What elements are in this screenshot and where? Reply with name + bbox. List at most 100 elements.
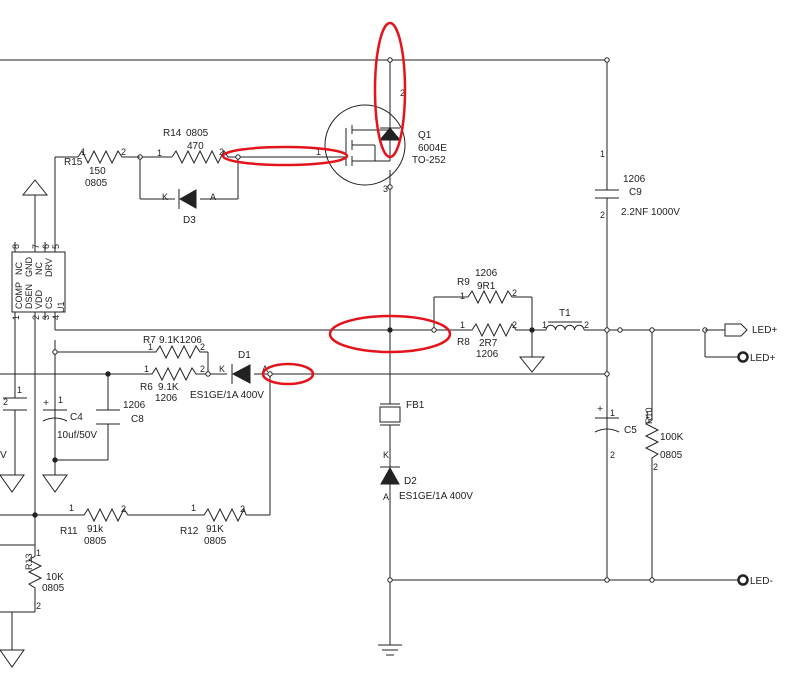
- c5-pin1: 1: [610, 408, 615, 418]
- pin-dot: [387, 57, 393, 63]
- r15-resistor: R15 150 0805 1 2: [64, 147, 140, 189]
- u1-gnd: GND: [24, 257, 34, 278]
- d2-a: A: [383, 492, 389, 502]
- r12-resistor: R12 91K 0805 1 2: [180, 503, 247, 547]
- r10-size: 0805: [660, 450, 683, 461]
- c4-pin1: 1: [58, 395, 63, 405]
- u1-body: [11, 251, 66, 313]
- t1-ref: T1: [559, 308, 571, 319]
- c8-ref: C8: [131, 414, 144, 425]
- r8-pin1: 1: [460, 320, 465, 330]
- r14-ref: R14: [163, 128, 182, 139]
- r15-size: 0805: [85, 178, 108, 189]
- q1-ref: Q1: [418, 130, 432, 141]
- c5-pin2: 2: [610, 450, 615, 460]
- r8-value: 2R7: [479, 338, 498, 349]
- r13-size: 0805: [42, 583, 65, 594]
- c9-size: 1206: [623, 174, 646, 185]
- u1-comp: COMP: [14, 282, 24, 309]
- c4-value: 10uf/50V: [57, 430, 97, 441]
- r6-resistor: R6 9.1K 1206 1 2: [140, 364, 205, 404]
- r7-pin2: 2: [200, 342, 205, 352]
- r11-pin1: 1: [69, 503, 74, 513]
- r13-pin1: 1: [36, 548, 41, 558]
- u1-dsen: DSEN: [24, 284, 34, 309]
- r15-pin2: 2: [121, 147, 126, 157]
- q1-mosfet: 2 1 3 Q1 6004E TO-252: [316, 88, 447, 194]
- r14-resistor: R14 0805 470 1 2: [157, 128, 232, 165]
- r11-value: 91k: [87, 524, 104, 535]
- r7-pin1: 1: [148, 342, 153, 352]
- r9-ref: R9: [457, 277, 470, 288]
- r8-resistor: R8 2R7 1206 1 2: [457, 320, 520, 360]
- r14-pin2: 2: [219, 147, 224, 157]
- r12-value: 91K: [206, 524, 224, 535]
- r10-pin2: 2: [653, 462, 658, 472]
- r8-size: 1206: [476, 349, 499, 360]
- highlight-annotations: [221, 21, 452, 386]
- pin-dot: [604, 327, 610, 333]
- pin-dot: [387, 577, 393, 583]
- pin-dot: [235, 154, 241, 160]
- r15-value: 150: [89, 166, 106, 177]
- pin-dot: [604, 371, 610, 377]
- ground-triangle-icon: [0, 474, 25, 493]
- u1-cs: CS: [44, 296, 54, 309]
- led-minus-label: LED-: [750, 576, 773, 587]
- t1-inductor: T1 1 2: [542, 308, 589, 331]
- ground-triangle-icon: [518, 356, 546, 373]
- fb1-ref: FB1: [406, 400, 425, 411]
- led-minus-port: LED-: [737, 574, 773, 587]
- u1-drv: DRV: [44, 258, 54, 277]
- r6-value: 9.1K: [158, 382, 179, 393]
- u1-vdd: VDD: [34, 289, 44, 309]
- u1-pin5: 5: [51, 244, 61, 249]
- led-plus-1-label: LED+: [752, 325, 777, 336]
- left-capacitor: 2 1 V: [0, 385, 27, 461]
- r13-value: 10K: [46, 572, 64, 583]
- svg-text:+: +: [597, 403, 603, 415]
- highlight-ellipse-source: [328, 314, 452, 354]
- u1-ic: 8 7 6 5 NC GND NC DRV COMP DSEN VDD CS 1…: [11, 242, 66, 320]
- u1-pin7: 7: [31, 244, 41, 249]
- r12-pin2: 2: [240, 504, 245, 514]
- u1-nc-2: NC: [34, 262, 44, 275]
- r11-ref: R11: [60, 526, 78, 537]
- d2-k: K: [383, 450, 389, 460]
- r7-resistor: R7 9.1K1206 1 2: [143, 335, 208, 360]
- r9-resistor: 1206 R9 9R1 1 2: [457, 268, 520, 305]
- q1-package: TO-252: [412, 155, 446, 166]
- u1-ref: U1: [56, 301, 66, 313]
- pin-dot: [649, 327, 655, 333]
- u1-pin1: 1: [11, 315, 21, 320]
- r9-pin1: 1: [460, 291, 465, 301]
- r7-value: 9.1K1206: [159, 335, 202, 346]
- highlight-ellipse-q1-drain: [373, 21, 407, 159]
- junction-dot: [387, 327, 393, 333]
- ground-icon: [378, 644, 402, 656]
- junction-dot: [32, 512, 38, 518]
- d3-k: K: [162, 192, 168, 202]
- t1-pin2: 2: [584, 320, 589, 330]
- d1-k: K: [219, 364, 225, 374]
- ground-triangle-icon: [42, 474, 68, 493]
- wires: [0, 59, 740, 650]
- c9-pin2: 2: [600, 210, 605, 220]
- d1-ref: D1: [238, 350, 251, 361]
- r14-size: 0805: [186, 128, 209, 139]
- c5-capacitor: + 1 2 C5: [594, 403, 637, 460]
- r8-pin2: 2: [512, 320, 517, 330]
- r10-ref: R10: [644, 407, 654, 424]
- d2-part: ES1GE/1A 400V: [399, 491, 473, 502]
- u1-nc-top: NC: [14, 262, 24, 275]
- pin-dot: [205, 371, 211, 377]
- led-plus-2-label: LED+: [750, 353, 775, 364]
- ground-triangle-icon: [0, 649, 25, 668]
- c4-plus: +: [43, 397, 49, 409]
- c4-capacitor: + C4 10uf/50V 1: [42, 374, 97, 460]
- c5-ref: C5: [624, 425, 637, 436]
- d3-diode: K A D3: [162, 189, 216, 226]
- pin-dot: [617, 327, 623, 333]
- d2-ref: D2: [404, 476, 417, 487]
